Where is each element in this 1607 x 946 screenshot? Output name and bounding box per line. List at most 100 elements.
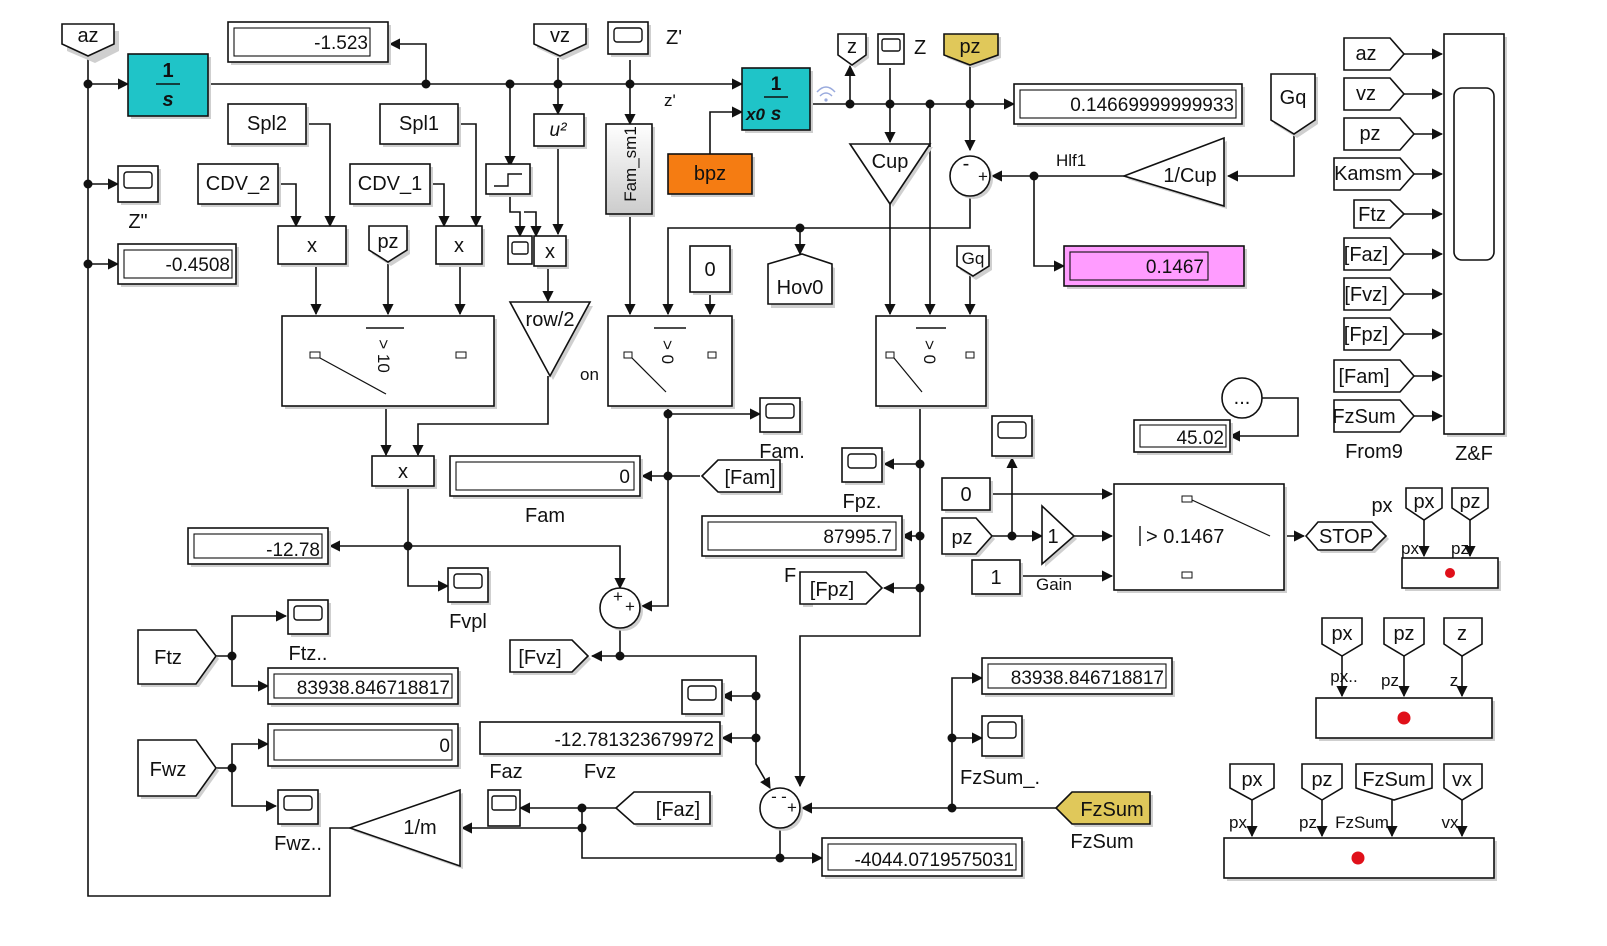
svg-text:[Faz]: [Faz] (1344, 244, 1388, 266)
gain-one[interactable]: 1 (1041, 504, 1077, 567)
from-fwz[interactable]: Fwz (137, 739, 219, 799)
integrator-1[interactable]: 1 s (127, 53, 211, 119)
from-pz-in[interactable]: pz (941, 517, 995, 557)
scope-z[interactable]: Z (877, 33, 926, 65)
scope-fwz[interactable]: Fwz.. (274, 789, 322, 855)
sum-hlf[interactable]: - + (949, 153, 993, 199)
display-mid: -0.4508 (117, 243, 239, 287)
constant-zero-top[interactable]: 0 (689, 245, 733, 295)
gain-inv-m[interactable]: 1/m (347, 788, 463, 869)
sum-fvz[interactable]: + + (599, 587, 643, 631)
xy-graph-3[interactable]: px pz FzSum vx px pz FzSum vx (1223, 763, 1497, 881)
product-4[interactable]: x (371, 455, 437, 489)
svg-text:x: x (545, 241, 555, 263)
product-1[interactable]: x (277, 225, 349, 267)
xy-graph-1[interactable]: px pz px px pz (1371, 487, 1501, 591)
scope-small-product[interactable] (507, 235, 533, 265)
scope-ftz[interactable]: Ftz.. (287, 599, 331, 665)
goto-fpz[interactable]: [Fpz] (799, 571, 884, 607)
constant-one[interactable]: 1 (971, 559, 1023, 597)
constant-bpz[interactable]: bpz (667, 153, 755, 197)
from-tag-az[interactable]: az (61, 23, 119, 63)
goto-fvz[interactable]: [Fvz] (509, 639, 591, 675)
scope-fzsum[interactable]: FzSum_. (960, 715, 1040, 789)
gain-cup[interactable]: Cup (848, 143, 933, 207)
svg-text:s: s (162, 89, 173, 111)
label-faz: Faz (489, 761, 522, 783)
switch-2[interactable]: > 0 (607, 315, 735, 409)
from-spl1[interactable]: Spl1 (379, 103, 461, 147)
scope-fam[interactable]: Fam. (759, 397, 805, 463)
scope-zf[interactable]: Z&F (1443, 33, 1507, 465)
svg-text:pz: pz (1451, 539, 1469, 558)
svg-text:u²: u² (550, 120, 568, 141)
switch-stop[interactable]: > 0.1467 (1113, 483, 1287, 593)
svg-text:FzSum: FzSum (1335, 813, 1389, 832)
svg-text:-: - (771, 787, 777, 806)
svg-text:1: 1 (1047, 526, 1058, 548)
bus-from-tags[interactable]: az vz pz Kamsm Ftz [Faz] [Fvz] [Fpz] [Fa… (1332, 37, 1416, 463)
goto-fam[interactable]: [Fam] (700, 459, 783, 495)
stop-block[interactable]: STOP (1304, 521, 1389, 553)
goto-fzsum[interactable]: FzSum FzSum (1054, 791, 1153, 853)
from-cdv2[interactable]: CDV_2 (197, 163, 281, 207)
scope-fvz[interactable] (681, 679, 725, 717)
pz-from-small[interactable]: pz (368, 225, 410, 266)
svg-text:+: + (787, 798, 797, 817)
from-cdv1[interactable]: CDV_1 (349, 163, 433, 207)
goto-faz[interactable]: [Faz] (614, 791, 713, 827)
integrator-2[interactable]: 1 s x0 (741, 67, 813, 133)
label-zprime-line: z' (664, 91, 676, 110)
svg-text:[Fam]: [Fam] (1338, 366, 1389, 388)
fam-sm1-block[interactable]: Fam_sm1 (605, 123, 655, 217)
relay-block[interactable] (485, 163, 533, 197)
gain-inv-cup[interactable]: 1/Cup (1121, 136, 1227, 209)
display-hlf: 0.1467 (1063, 245, 1247, 289)
scope-fvpl[interactable]: Fvpl (447, 567, 491, 633)
constant-zero-stop[interactable]: 0 (941, 477, 993, 513)
from-tag-gq[interactable]: Gq (1270, 73, 1318, 138)
square-block[interactable]: u² (533, 113, 587, 149)
svg-text:vx: vx (1452, 769, 1472, 791)
svg-text:vx: vx (1442, 813, 1460, 832)
scope-fpz[interactable]: Fpz. (841, 447, 885, 513)
svg-text:az: az (1355, 43, 1376, 65)
product-2[interactable]: x (435, 225, 485, 267)
svg-text:1: 1 (990, 567, 1001, 589)
switch-3[interactable]: > 0 (875, 315, 989, 409)
from-gq-small[interactable]: Gq (956, 245, 992, 280)
switch-1[interactable]: > 10 (281, 315, 497, 409)
svg-text:> 0.1467: > 0.1467 (1146, 526, 1224, 548)
svg-text:Z: Z (914, 37, 926, 59)
svg-text:Gq: Gq (1280, 87, 1307, 109)
svg-text:row/2: row/2 (526, 309, 575, 331)
svg-text:Ftz: Ftz (1358, 204, 1386, 226)
svg-text:s: s (771, 104, 782, 125)
dots-block[interactable]: ... (1221, 377, 1263, 419)
svg-text:bpz: bpz (694, 163, 726, 185)
scope-stop[interactable] (991, 415, 1035, 459)
scope-zprime[interactable]: Z' (607, 21, 682, 57)
sum-total[interactable]: - - + (759, 787, 803, 831)
svg-text:FzSum_.: FzSum_. (960, 767, 1040, 789)
goto-tag-pz[interactable]: pz (943, 33, 1001, 68)
svg-text:pz: pz (1299, 813, 1317, 832)
scope-faz[interactable] (487, 789, 521, 827)
svg-text:FzSum: FzSum (1080, 799, 1143, 821)
from-spl2[interactable]: Spl2 (227, 103, 309, 147)
display-fam: 0 Fam (449, 455, 643, 527)
svg-text:Fwz: Fwz (150, 759, 187, 781)
gain-row2[interactable]: row/2 (508, 301, 593, 380)
svg-text:From9: From9 (1345, 441, 1403, 463)
goto-hov0[interactable]: Hov0 (767, 253, 835, 308)
scope-zdprime[interactable]: Z" (117, 165, 161, 233)
from-tag-vz[interactable]: vz (533, 23, 589, 60)
product-3[interactable]: x (533, 235, 569, 269)
goto-tag-z[interactable]: z (837, 33, 869, 68)
svg-text:px..: px.. (1330, 667, 1357, 686)
svg-text:[Fpz]: [Fpz] (1344, 324, 1388, 346)
xy-graph-2[interactable]: px pz z px.. pz z (1315, 617, 1495, 741)
from-ftz[interactable]: Ftz (137, 629, 219, 687)
svg-text:FzSum: FzSum (1332, 406, 1395, 428)
